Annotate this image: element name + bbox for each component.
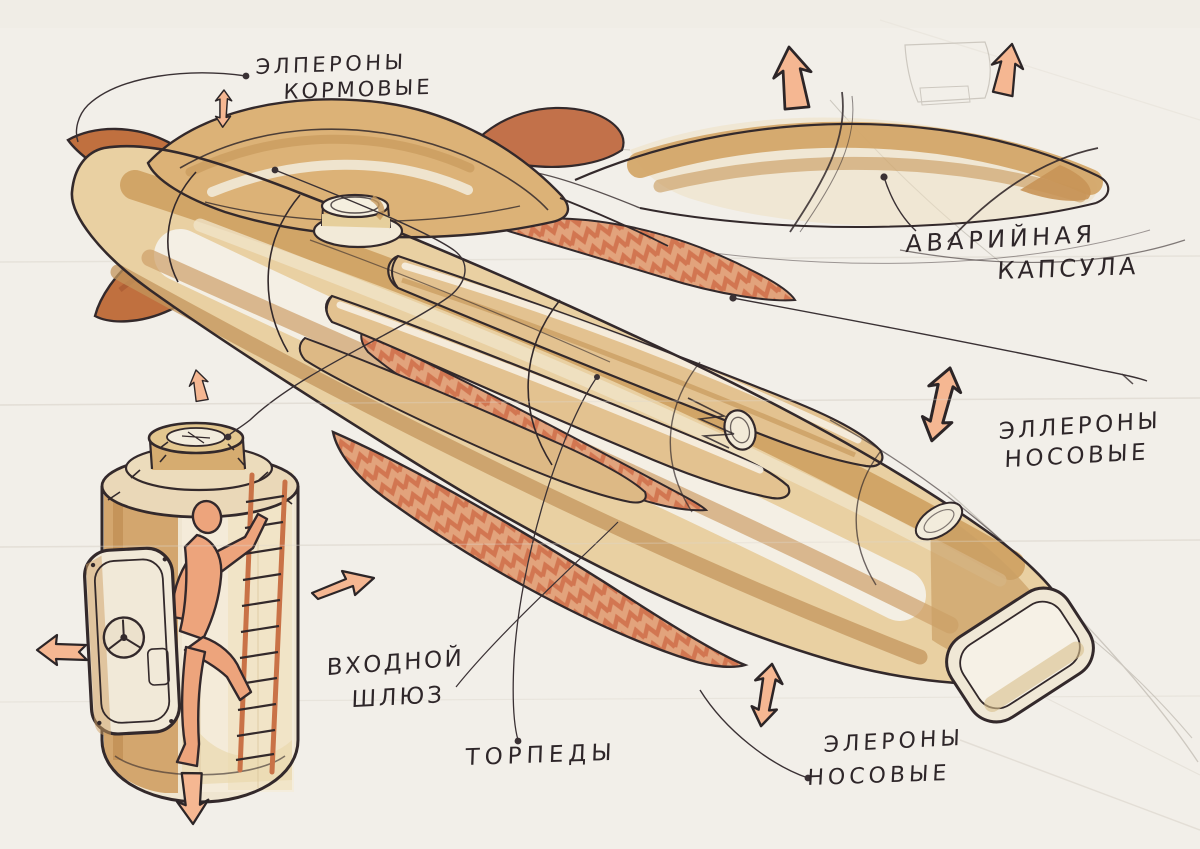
airlock-ladder xyxy=(235,472,288,775)
label-emergency-capsule-line2: КАПСУЛА xyxy=(996,252,1140,286)
paper-crease-overlay xyxy=(0,397,1200,548)
airlock-left-arrow-icon xyxy=(35,633,89,667)
stern-wing xyxy=(146,98,669,247)
mid-side-fin xyxy=(360,330,709,512)
airlock-right-arrow-icon xyxy=(310,569,376,601)
leader-lines xyxy=(75,72,1148,782)
label-torpedoes: ТОРПЕДЫ xyxy=(465,739,618,772)
motion-arrows xyxy=(35,40,1029,826)
emergency-capsule-sketch xyxy=(469,91,1186,264)
bow-opening xyxy=(914,501,1095,724)
human-figure xyxy=(171,499,269,768)
airlock-door xyxy=(83,546,182,736)
torpedo-tubes xyxy=(298,254,884,504)
hull-hatch-cupola xyxy=(312,193,404,249)
airlock-capsule xyxy=(83,421,300,804)
upper-side-fin xyxy=(504,217,797,302)
label-entry-airlock-line2: ШЛЮЗ xyxy=(351,682,446,714)
lower-bow-fin xyxy=(331,429,749,669)
label-bow-ailerons-bottom-line2: НОСОВЫЕ xyxy=(806,761,951,792)
